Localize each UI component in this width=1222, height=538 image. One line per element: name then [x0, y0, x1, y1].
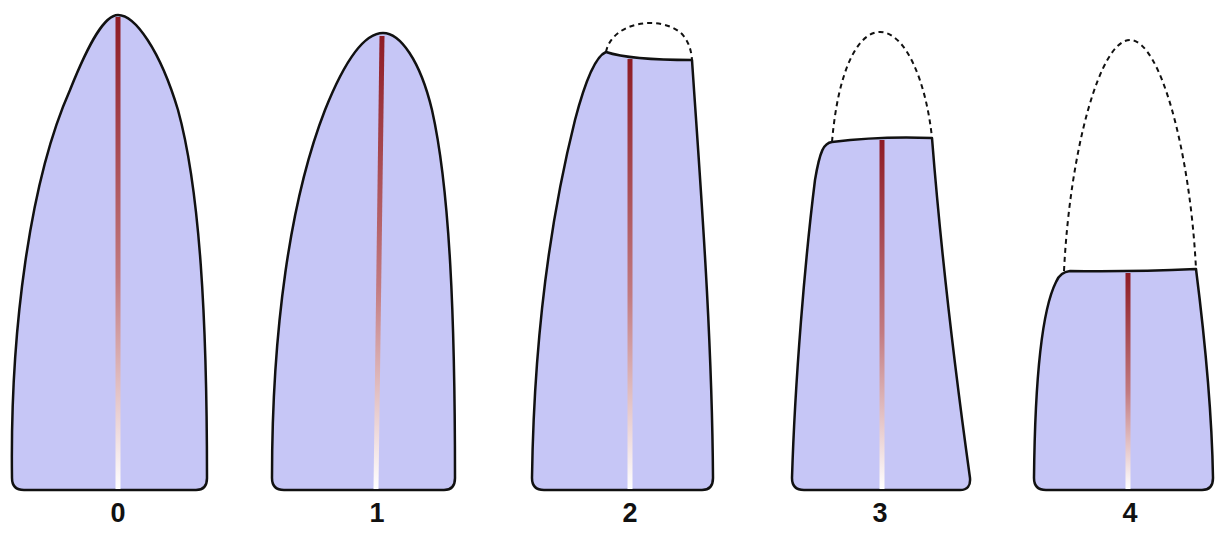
worn-outline [832, 32, 932, 142]
tooth-shape [532, 52, 713, 490]
stage-number: 1 [369, 500, 384, 527]
stage-number: 2 [622, 500, 637, 527]
tooth-shape [272, 33, 455, 490]
worn-outline [1064, 40, 1196, 271]
stage-number: 0 [110, 500, 125, 527]
pulp-line [376, 36, 382, 489]
tooth-shape [1034, 269, 1213, 490]
worn-outline [606, 23, 692, 60]
stage-number: 3 [872, 500, 887, 527]
stage-number: 4 [1122, 500, 1137, 527]
pulp-line [628, 59, 633, 489]
tooth-shape [792, 138, 970, 491]
pulp-line [116, 17, 121, 489]
pulp-line [1126, 273, 1131, 489]
tooth-shape [12, 15, 207, 490]
pulp-line [880, 140, 885, 489]
